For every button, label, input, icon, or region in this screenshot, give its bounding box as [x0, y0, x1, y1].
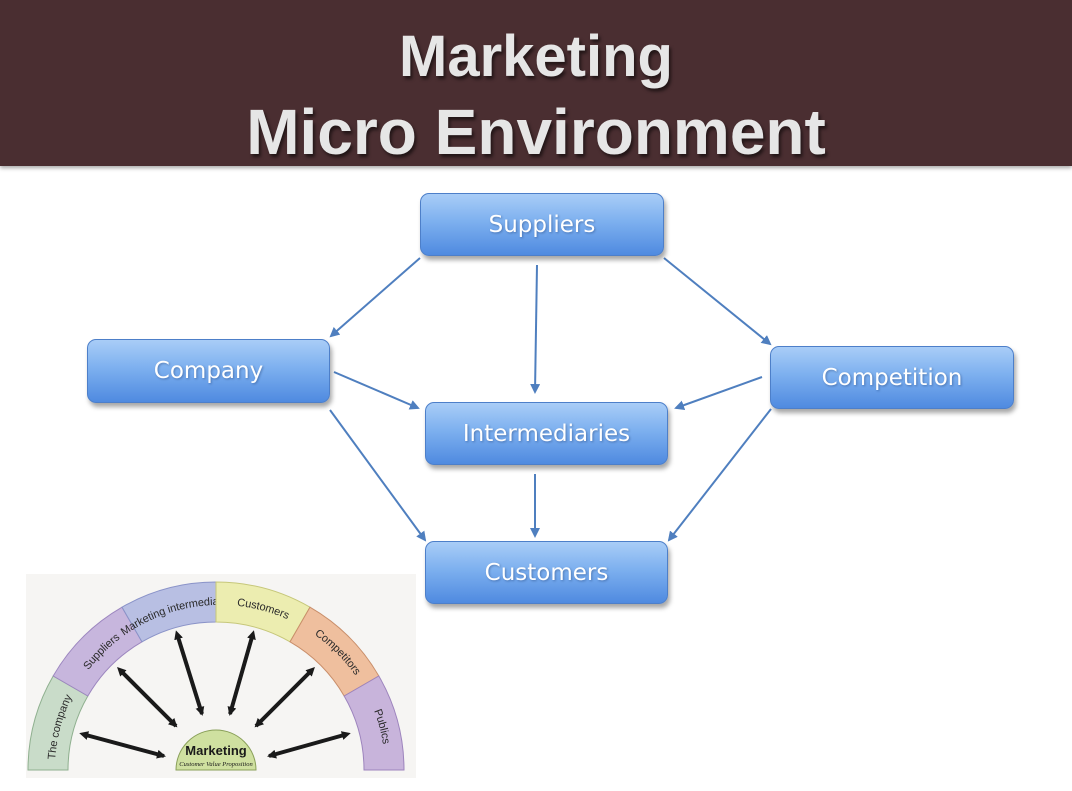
- wheel-center-hub: [175, 729, 257, 771]
- arrow-competition-customers: [667, 408, 772, 542]
- customers-label: Customers: [484, 559, 609, 586]
- arrow-company-customers: [329, 409, 427, 542]
- arrow-company-intermediaries: [333, 371, 420, 410]
- arrow-suppliers-company: [329, 257, 421, 338]
- competition-node: Competition: [770, 346, 1014, 409]
- intermediaries-label: Intermediaries: [462, 420, 631, 447]
- wheel-center-title: Marketing: [185, 743, 246, 758]
- header-banner: Marketing Micro Environment: [0, 0, 1072, 168]
- suppliers-node: Suppliers: [420, 193, 664, 256]
- customers-node: Customers: [425, 541, 668, 604]
- intermediaries-node: Intermediaries: [425, 402, 668, 465]
- company-node: Company: [87, 339, 330, 403]
- competition-label: Competition: [821, 364, 963, 391]
- arrow-suppliers-competition: [663, 257, 772, 346]
- title-line-1: Marketing: [399, 24, 673, 89]
- title-line-2: Micro Environment: [246, 96, 826, 168]
- wheel-segment-6: [343, 675, 405, 771]
- wheel-center-subtitle: Customer Value Proposition: [179, 761, 252, 768]
- suppliers-label: Suppliers: [488, 211, 596, 238]
- arrow-suppliers-intermediaries: [530, 264, 541, 394]
- company-label: Company: [153, 358, 264, 384]
- arrow-competition-intermediaries: [674, 376, 763, 410]
